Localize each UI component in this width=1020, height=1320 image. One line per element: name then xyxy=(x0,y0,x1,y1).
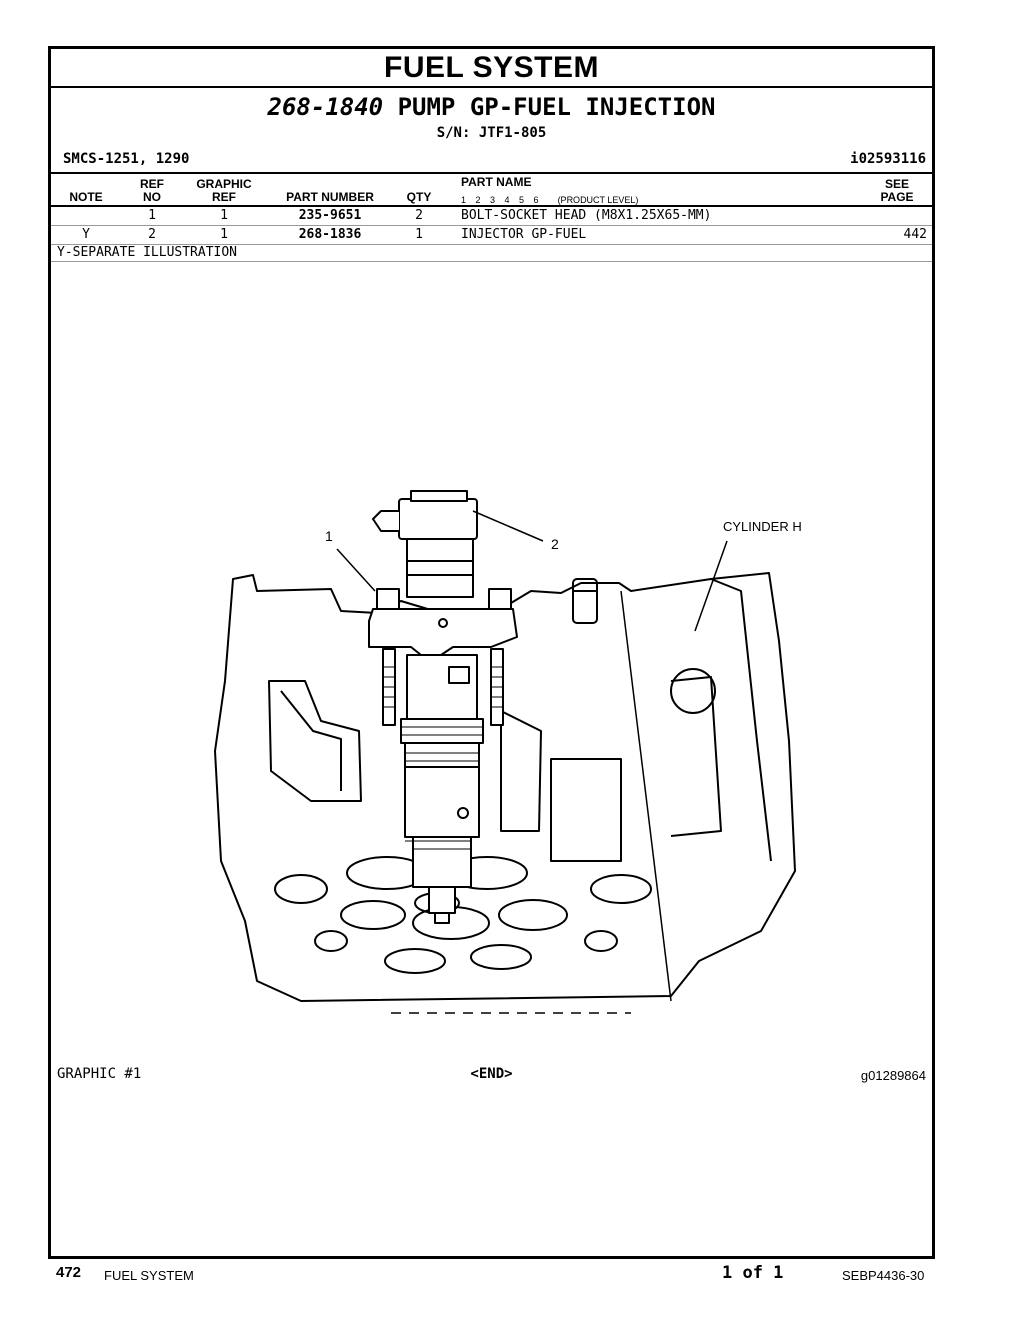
serial-number: S/N: JTF1-805 xyxy=(436,125,547,141)
cylinder-head-label: CYLINDER HEAD xyxy=(723,519,801,534)
callout-2-leader xyxy=(472,510,544,542)
header-part-name: PART NAME xyxy=(461,175,532,189)
table-top-rule xyxy=(51,172,932,174)
callout-2: 2 xyxy=(551,536,559,552)
injector-illustration: 1 2 CYLINDER HEAD xyxy=(214,490,801,1014)
footer-page-number: 472 xyxy=(56,1264,82,1281)
section-title: FUEL SYSTEM xyxy=(51,49,932,88)
graphic-number: g01289864 xyxy=(860,1068,926,1083)
footer-page-of: 1 of 1 xyxy=(722,1263,784,1283)
callout-1-leader xyxy=(336,548,376,592)
fuel-injector xyxy=(368,490,518,924)
group-name: PUMP GP-FUEL INJECTION xyxy=(397,93,716,121)
footer-doc-number: SEBP4436-30 xyxy=(842,1268,925,1283)
callout-1: 1 xyxy=(325,528,333,544)
illustration-id: i02593116 xyxy=(850,151,926,167)
product-levels: 1 2 3 4 5 6 (PRODUCT LEVEL) xyxy=(461,195,639,205)
group-number: 268-1840 xyxy=(267,93,384,121)
header-bottom-rule xyxy=(51,205,932,207)
head-pocket xyxy=(268,680,362,802)
group-title: 268-1840 PUMP GP-FUEL INJECTION xyxy=(51,93,932,121)
cylinder-head-leader xyxy=(694,540,728,632)
header-part-number: PART NUMBER xyxy=(286,190,374,204)
header-note: NOTE xyxy=(69,190,103,204)
page-frame: FUEL SYSTEM 268-1840 PUMP GP-FUEL INJECT… xyxy=(48,46,935,1259)
graphic-label: GRAPHIC #1 xyxy=(57,1066,142,1082)
footer-section: FUEL SYSTEM xyxy=(104,1268,194,1283)
header-qty: QTY xyxy=(406,190,432,204)
smcs-codes: SMCS-1251, 1290 xyxy=(63,151,190,167)
end-mark: <END> xyxy=(470,1066,513,1082)
head-boss xyxy=(670,668,716,714)
table-footnote: Y-SEPARATE ILLUSTRATION xyxy=(57,245,238,260)
